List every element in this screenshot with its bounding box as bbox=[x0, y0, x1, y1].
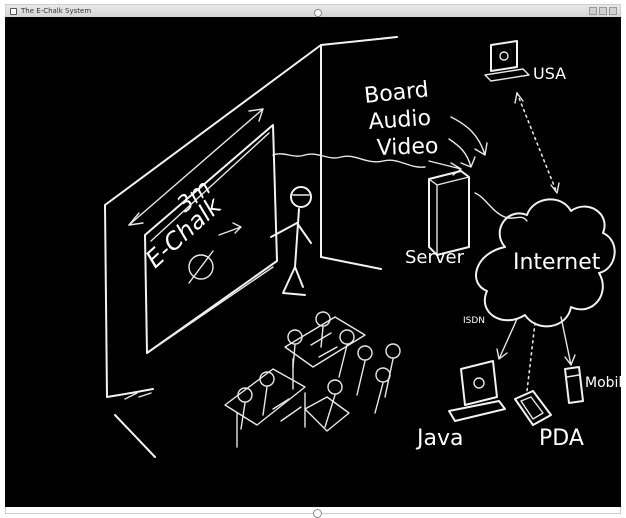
board-stream-label: Board bbox=[363, 77, 430, 109]
maximize-button[interactable] bbox=[599, 7, 607, 15]
internet-label: Internet bbox=[513, 250, 601, 275]
audio-stream-label: Audio bbox=[368, 106, 432, 135]
app-icon bbox=[10, 8, 17, 15]
usa-laptop: USA bbox=[485, 41, 566, 193]
top-resize-handle[interactable] bbox=[314, 9, 322, 17]
server-label: Server bbox=[405, 247, 465, 268]
window-controls bbox=[589, 7, 617, 15]
mobile-label: Mobil bbox=[585, 375, 621, 391]
video-stream-label: Video bbox=[376, 134, 438, 161]
usa-label: USA bbox=[533, 64, 566, 83]
pda-label: PDA bbox=[539, 426, 584, 451]
server-icon: Server bbox=[405, 171, 469, 268]
window-title: The E-Chalk System bbox=[21, 6, 91, 17]
client-links: ISDN bbox=[463, 316, 575, 391]
minimize-button[interactable] bbox=[589, 7, 597, 15]
audience-figures bbox=[225, 312, 400, 447]
laptop-icon: Java bbox=[415, 361, 505, 451]
chalkboard-canvas[interactable]: 3m E-Chalk bbox=[5, 17, 621, 507]
smartboard: 3m E-Chalk bbox=[129, 109, 277, 353]
java-label: Java bbox=[415, 426, 463, 451]
close-button[interactable] bbox=[609, 7, 617, 15]
cloud-icon: Internet bbox=[476, 199, 615, 326]
isdn-label: ISDN bbox=[463, 316, 485, 326]
pda-icon: PDA bbox=[515, 391, 584, 451]
stream-labels: Board Audio Video bbox=[363, 77, 487, 175]
mobile-phone-icon: Mobil bbox=[565, 367, 621, 403]
